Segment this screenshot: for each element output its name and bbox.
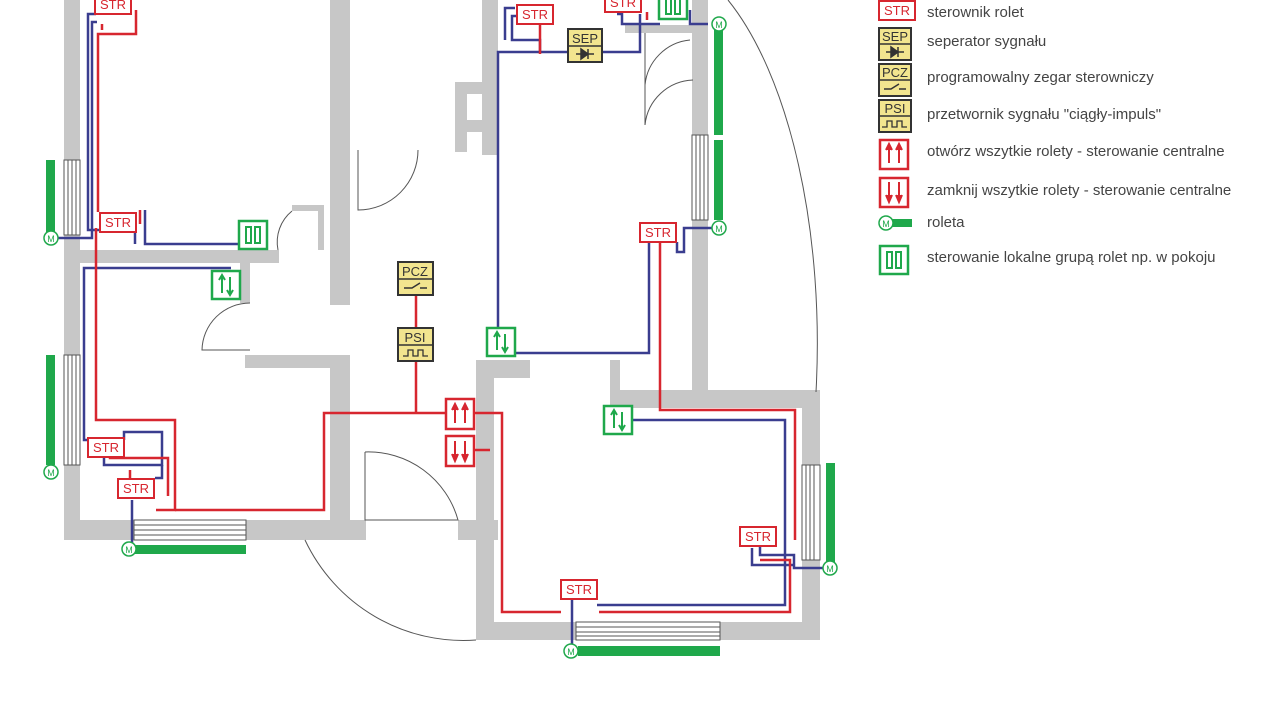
local-switch-1 <box>237 219 269 251</box>
svg-text:M: M <box>715 20 723 30</box>
svg-text:M: M <box>47 234 55 244</box>
svg-text:PCZ: PCZ <box>402 264 428 279</box>
motor-7: M <box>822 560 838 576</box>
door-swings <box>201 0 818 641</box>
svg-text:SEP: SEP <box>882 29 908 44</box>
svg-text:STR: STR <box>123 481 149 496</box>
svg-text:STR: STR <box>522 7 548 22</box>
svg-text:PSI: PSI <box>405 330 426 345</box>
legend-label: roleta <box>927 214 965 231</box>
svg-text:STR: STR <box>645 225 671 240</box>
local-switch-3 <box>657 0 689 21</box>
str-controller-5: STR <box>516 4 554 25</box>
svg-text:M: M <box>826 564 834 574</box>
str-controller-6: STR <box>604 0 642 13</box>
local-switch-4 <box>485 326 517 358</box>
windows <box>63 134 821 641</box>
svg-text:M: M <box>715 224 723 234</box>
svg-text:STR: STR <box>745 529 771 544</box>
motor-1: M <box>43 230 59 246</box>
legend-label: seperator sygnału <box>927 33 1047 50</box>
local-group-switch-icon <box>878 244 910 276</box>
central-close-icon <box>878 176 910 209</box>
walls <box>64 0 820 640</box>
floor-plan: STR STR STR STR STR STR STR STR STR SEP <box>43 0 838 659</box>
psi-module: PSI <box>397 327 434 362</box>
str-controller-1: STR <box>94 0 132 15</box>
legend-label: przetwornik sygnału "ciągły-impuls" <box>927 106 1162 123</box>
motor-2: M <box>43 464 59 480</box>
legend-label: sterownik rolet <box>927 4 1024 21</box>
legend-label: otwórz wszytkie rolety - sterowanie cent… <box>927 143 1225 160</box>
svg-text:M: M <box>567 647 575 657</box>
central-open-switch <box>444 397 476 431</box>
svg-text:PSI: PSI <box>885 101 906 116</box>
sep-module: SEP <box>567 28 603 63</box>
svg-text:SEP: SEP <box>572 31 598 46</box>
legend-label: sterowanie lokalne grupą rolet np. w pok… <box>927 249 1216 266</box>
roller-shutter-icon: M <box>878 215 912 231</box>
local-switch-5 <box>602 404 634 436</box>
motor-5: M <box>711 220 727 236</box>
pcz-module: PCZ <box>397 261 434 296</box>
str-controller-9: STR <box>560 579 598 600</box>
str-controller-3: STR <box>87 437 125 458</box>
str-controller-8: STR <box>739 526 777 547</box>
svg-text:STR: STR <box>105 215 131 230</box>
str-controller-icon: STR <box>878 0 916 21</box>
signal-separator-icon: SEP <box>878 27 912 61</box>
str-controllers: STR STR STR STR STR STR STR STR STR <box>87 0 777 600</box>
svg-text:STR: STR <box>884 3 910 18</box>
svg-text:M: M <box>125 545 133 555</box>
str-controller-4: STR <box>117 478 155 499</box>
central-close-switch <box>444 434 476 468</box>
motors: M M M M M M M <box>43 16 838 659</box>
svg-text:STR: STR <box>610 0 636 10</box>
roller-shutters <box>46 30 835 656</box>
central-open-icon <box>878 138 910 171</box>
svg-text:M: M <box>47 468 55 478</box>
signal-converter-icon: PSI <box>878 99 912 133</box>
red-wiring <box>94 10 797 614</box>
str-controller-7: STR <box>639 222 677 243</box>
local-switch-2 <box>210 269 242 301</box>
svg-text:PCZ: PCZ <box>882 65 908 80</box>
programmable-clock-icon: PCZ <box>878 63 912 97</box>
motor-3: M <box>121 541 137 557</box>
local-switches <box>210 0 689 436</box>
motor-6: M <box>563 643 579 659</box>
svg-text:M: M <box>882 219 890 229</box>
legend-label: zamknij wszytkie rolety - sterowanie cen… <box>927 182 1232 199</box>
svg-text:STR: STR <box>100 0 126 12</box>
svg-text:STR: STR <box>566 582 592 597</box>
blue-wiring <box>55 6 828 650</box>
motor-4: M <box>711 16 727 32</box>
legend-label: programowalny zegar sterowniczy <box>927 69 1154 86</box>
svg-text:STR: STR <box>93 440 119 455</box>
str-controller-2: STR <box>99 212 137 233</box>
